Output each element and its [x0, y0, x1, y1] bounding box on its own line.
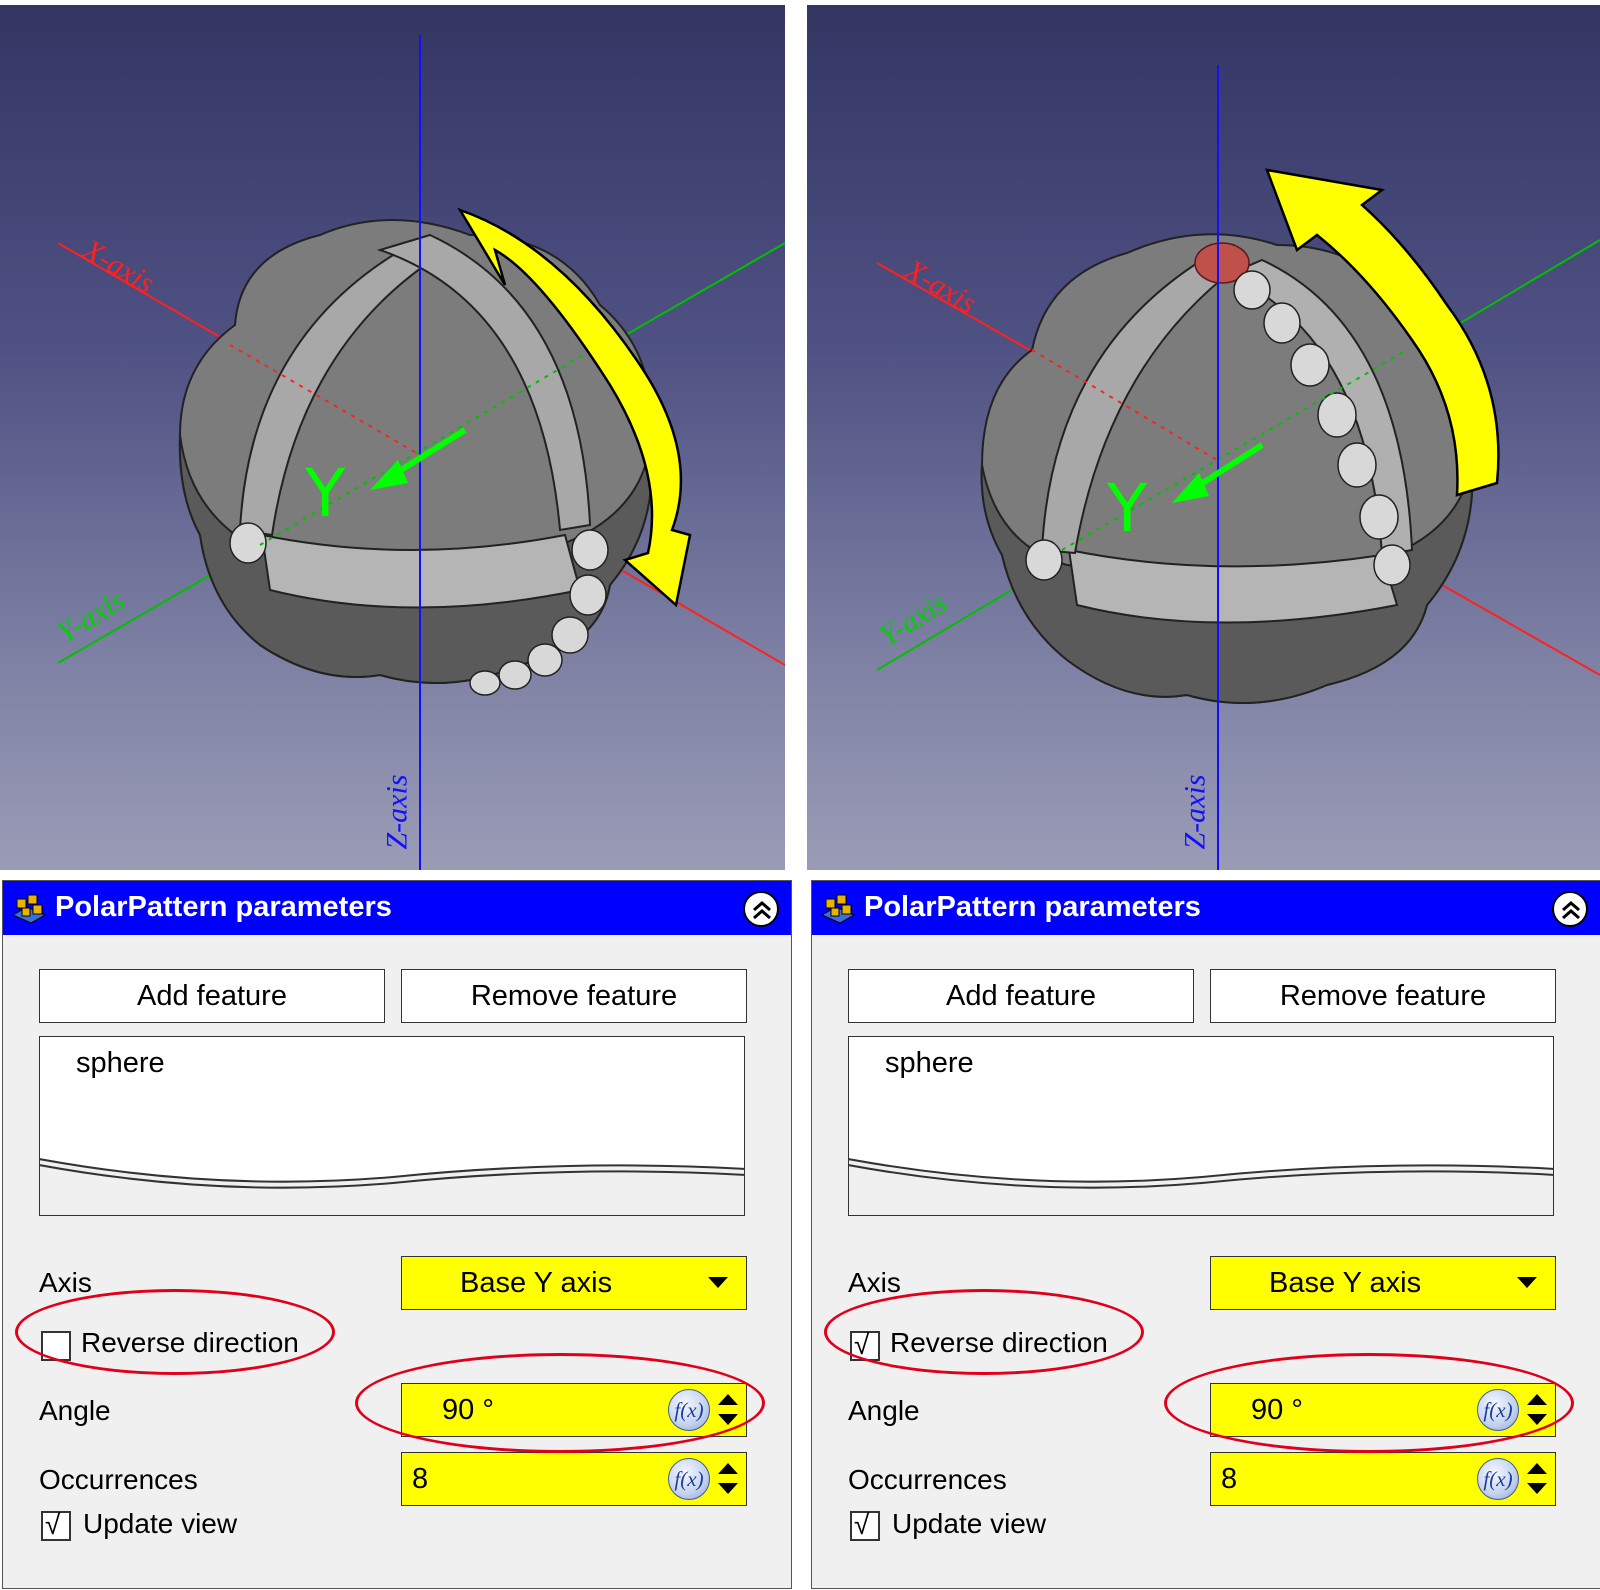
- spin-up-icon[interactable]: [718, 1394, 738, 1405]
- list-item[interactable]: sphere: [76, 1047, 165, 1079]
- axis-label: Axis: [848, 1267, 901, 1298]
- add-feature-button[interactable]: Add feature: [848, 969, 1194, 1023]
- angle-field[interactable]: 90 ° f(x): [1210, 1383, 1556, 1437]
- occurrences-field[interactable]: 8 f(x): [1210, 1452, 1556, 1506]
- reverse-direction-label: Reverse direction: [81, 1327, 299, 1358]
- panel-title: PolarPattern parameters: [864, 891, 1201, 923]
- panel-title: PolarPattern parameters: [55, 891, 392, 923]
- remove-feature-button[interactable]: Remove feature: [401, 969, 747, 1023]
- original-sphere-highlight: [1194, 242, 1250, 284]
- axis-label: Axis: [39, 1267, 92, 1298]
- chevron-up-icon: [753, 901, 771, 920]
- update-view-checkbox[interactable]: √: [41, 1509, 71, 1541]
- reverse-direction-checkbox[interactable]: √: [850, 1329, 880, 1361]
- axis-select-value: Base Y axis: [1269, 1267, 1422, 1299]
- panel-titlebar: PolarPattern parameters: [812, 881, 1600, 935]
- panel-titlebar: PolarPattern parameters: [3, 881, 791, 935]
- occurrences-value: 8: [412, 1463, 429, 1495]
- feature-list[interactable]: sphere: [848, 1036, 1554, 1216]
- list-item[interactable]: sphere: [885, 1047, 974, 1079]
- polarpattern-icon: [11, 894, 47, 924]
- axis-select-value: Base Y axis: [460, 1267, 613, 1299]
- spin-down-icon[interactable]: [718, 1414, 738, 1425]
- spin-down-icon[interactable]: [718, 1483, 738, 1494]
- spin-up-icon[interactable]: [718, 1463, 738, 1474]
- spin-down-icon[interactable]: [1527, 1414, 1547, 1425]
- expression-button[interactable]: f(x): [1477, 1458, 1519, 1500]
- rotation-arrow-counter-clockwise: [1265, 168, 1500, 497]
- pattern-spheres: [229, 522, 609, 696]
- polarpattern-panel-right: PolarPattern parameters Add feature Remo…: [811, 880, 1600, 1589]
- 3d-scene-right: [876, 65, 1600, 870]
- checkmark-icon: √: [854, 1329, 870, 1360]
- ring-band-horizontal: [1067, 548, 1399, 624]
- remove-feature-button[interactable]: Remove feature: [1210, 969, 1556, 1023]
- occurrences-field[interactable]: 8 f(x): [401, 1452, 747, 1506]
- spin-down-icon[interactable]: [1527, 1483, 1547, 1494]
- axis-select[interactable]: Base Y axis: [401, 1256, 747, 1310]
- occurrences-label: Occurrences: [39, 1464, 198, 1495]
- collapse-button[interactable]: [743, 891, 779, 927]
- z-axis-label: Z-axis: [380, 774, 414, 850]
- reverse-direction-label: Reverse direction: [890, 1327, 1108, 1358]
- feature-list[interactable]: sphere: [39, 1036, 745, 1216]
- update-view-label: Update view: [892, 1508, 1047, 1539]
- y-direction-label: Y: [1107, 470, 1148, 547]
- angle-label: Angle: [848, 1395, 920, 1426]
- update-view-checkbox[interactable]: √: [850, 1509, 880, 1541]
- expression-button[interactable]: f(x): [668, 1389, 710, 1431]
- ring-band-right: [376, 233, 592, 532]
- occurrences-label: Occurrences: [848, 1464, 1007, 1495]
- occurrences-value: 8: [1221, 1463, 1238, 1495]
- polarpattern-panel-left: PolarPattern parameters Add feature Remo…: [2, 880, 792, 1589]
- spin-up-icon[interactable]: [1527, 1463, 1547, 1474]
- collapse-button[interactable]: [1552, 891, 1588, 927]
- update-view-label: Update view: [83, 1508, 238, 1539]
- axis-select[interactable]: Base Y axis: [1210, 1256, 1556, 1310]
- z-axis-label: Z-axis: [1178, 774, 1212, 850]
- angle-field[interactable]: 90 ° f(x): [401, 1383, 747, 1437]
- checkmark-icon: √: [45, 1509, 61, 1540]
- angle-value: 90 °: [1251, 1394, 1303, 1426]
- add-feature-button[interactable]: Add feature: [39, 969, 385, 1023]
- checkmark-icon: √: [854, 1509, 870, 1540]
- dropdown-arrow-icon: [708, 1277, 728, 1288]
- polarpattern-icon: [820, 894, 856, 924]
- expression-button[interactable]: f(x): [1477, 1389, 1519, 1431]
- dropdown-arrow-icon: [1517, 1277, 1537, 1288]
- expression-button[interactable]: f(x): [668, 1458, 710, 1500]
- list-cutoff-wave: [849, 1158, 1553, 1215]
- 3d-scene-left: [57, 35, 785, 870]
- angle-value: 90 °: [442, 1394, 494, 1426]
- rotation-arrow-clockwise: [457, 207, 692, 608]
- list-cutoff-wave: [40, 1158, 744, 1215]
- 3d-view-right[interactable]: X-axis Y-axis Z-axis Y: [807, 5, 1600, 870]
- angle-label: Angle: [39, 1395, 111, 1426]
- y-direction-label: Y: [305, 455, 346, 532]
- reverse-direction-checkbox[interactable]: [41, 1331, 71, 1361]
- spin-up-icon[interactable]: [1527, 1394, 1547, 1405]
- 3d-view-left[interactable]: X-axis Y-axis Z-axis Y: [0, 5, 785, 870]
- pattern-spheres: [1025, 270, 1411, 586]
- chevron-up-icon: [1562, 901, 1580, 920]
